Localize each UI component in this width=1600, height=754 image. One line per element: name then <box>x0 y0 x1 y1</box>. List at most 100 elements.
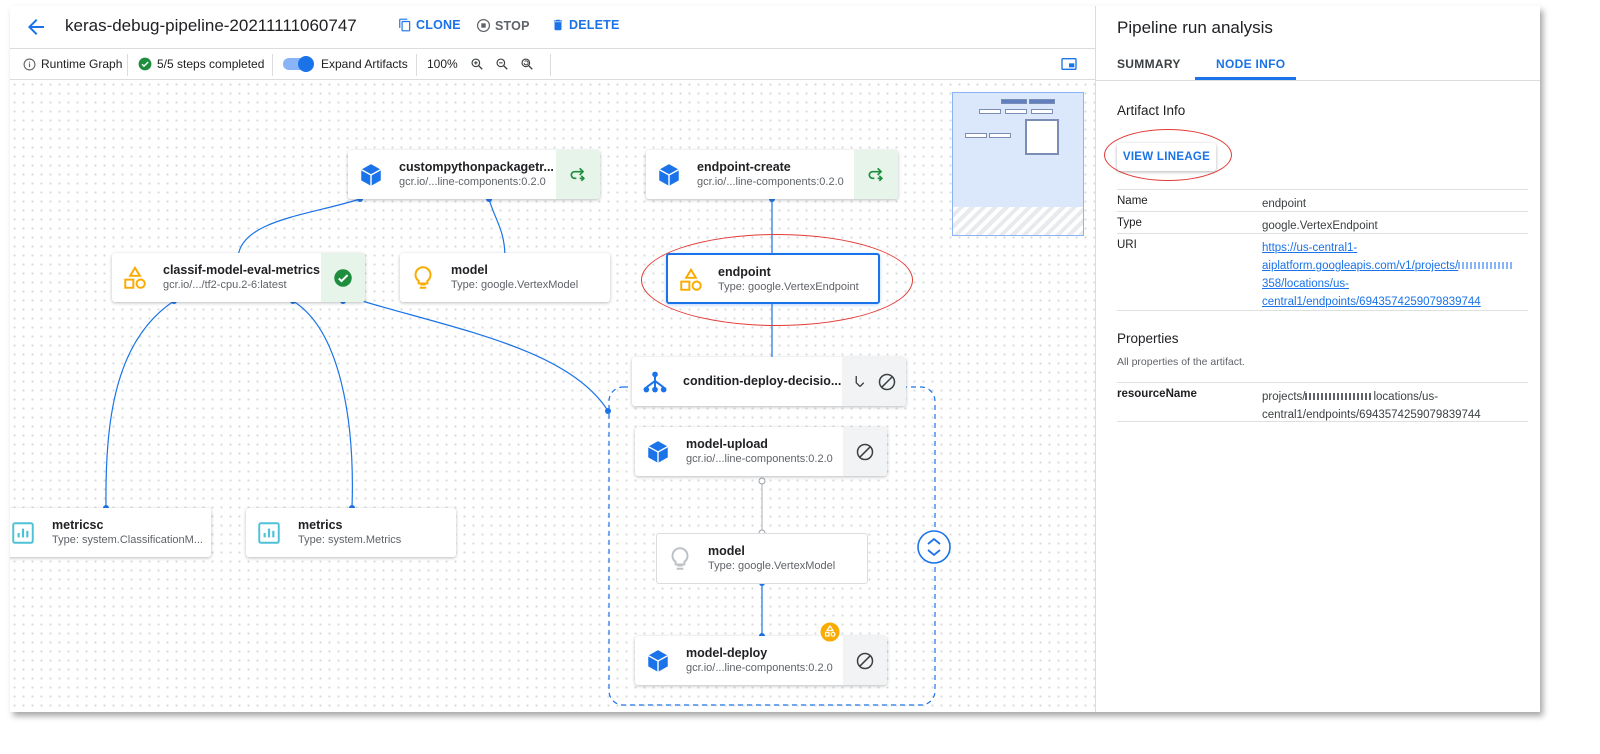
bar-chart-icon <box>12 522 34 544</box>
toggle-switch-on[interactable] <box>282 55 316 73</box>
port-dot <box>758 477 766 485</box>
title-bar: keras-debug-pipeline-20211111060747 CLON… <box>10 6 1095 49</box>
property-text: locations/us- <box>1373 391 1439 403</box>
edge <box>361 300 609 412</box>
port-dot <box>605 408 611 414</box>
property-line: projects/locations/us- <box>1262 388 1527 406</box>
trash-icon <box>553 19 563 31</box>
collapse-group-button[interactable] <box>916 529 952 565</box>
node-status-skipped <box>843 636 887 685</box>
node-status-skipped <box>842 357 906 406</box>
runtime-graph-text: Runtime Graph <box>41 57 123 71</box>
clone-button[interactable]: CLONE <box>398 18 461 32</box>
graph-toolbar: Runtime Graph 5/5 steps completed Expand… <box>10 49 1095 80</box>
node-subtitle: gcr.io/.../tf2-cpu.2-6:latest <box>163 279 287 291</box>
property-text: projects/ <box>1262 391 1306 403</box>
node-custompythonpackagetrainingjob[interactable]: custompythonpackagetr... gcr.io/...line-… <box>348 150 600 199</box>
node-model-artifact[interactable]: model Type: google.VertexModel <box>400 253 610 302</box>
divider <box>416 54 417 76</box>
stop-button[interactable]: STOP <box>476 18 530 33</box>
field-value: endpoint <box>1262 198 1307 210</box>
node-condition-deploy-decision[interactable]: condition-deploy-decisio... <box>632 357 906 406</box>
uri-line: aiplatform.googleapis.com/v1/projects/ <box>1262 257 1527 275</box>
minimap-node <box>1031 109 1053 114</box>
node-metrics-artifact[interactable]: metrics Type: system.Metrics <box>246 508 456 557</box>
node-status-cached <box>556 150 600 199</box>
node-model-deploy[interactable]: model-deploy gcr.io/...line-components:0… <box>635 636 887 685</box>
edge <box>488 198 506 259</box>
view-lineage-button[interactable]: VIEW LINEAGE <box>1117 143 1216 171</box>
node-metricsc-artifact[interactable]: metricsc Type: system.ClassificationM... <box>10 508 211 557</box>
shapes-artifact-icon <box>124 265 146 289</box>
graph-minimap[interactable] <box>952 92 1084 236</box>
node-subtitle: gcr.io/...line-components:0.2.0 <box>686 662 833 674</box>
field-value: google.VertexEndpoint <box>1262 220 1378 232</box>
stop-label: STOP <box>495 18 530 33</box>
minimap-toggle-icon[interactable] <box>1061 57 1077 71</box>
node-name: endpoint-create <box>697 160 791 174</box>
collapse-merge-icon[interactable] <box>851 373 869 391</box>
skipped-icon <box>856 443 874 460</box>
steps-status: 5/5 steps completed <box>138 57 264 71</box>
redacted-project-id <box>1305 393 1374 401</box>
expand-artifacts-toggle[interactable]: Expand Artifacts <box>282 55 408 73</box>
panel-title: Pipeline run analysis <box>1117 18 1273 37</box>
check-circle-icon <box>334 268 352 287</box>
tab-summary[interactable]: SUMMARY <box>1117 57 1181 71</box>
property-value: projects/locations/us- central1/endpoint… <box>1262 388 1527 424</box>
clone-label: CLONE <box>416 18 461 32</box>
skipped-icon <box>878 373 896 390</box>
field-type-row: Type google.VertexEndpoint <box>1117 211 1528 232</box>
zoom-reset-icon[interactable] <box>520 57 534 71</box>
delete-button[interactable]: DELETE <box>551 18 620 32</box>
redacted-project-id <box>1458 262 1515 270</box>
divider <box>550 54 551 76</box>
annotation-red-oval <box>1104 129 1232 181</box>
field-uri-row: URI https://us-central1- aiplatform.goog… <box>1117 233 1528 311</box>
node-subtitle: gcr.io/...line-components:0.2.0 <box>697 176 844 188</box>
back-arrow-icon[interactable] <box>24 15 48 39</box>
divider <box>127 54 128 76</box>
node-name: metricsc <box>52 518 104 532</box>
zoom-in-icon[interactable] <box>470 57 484 71</box>
cube-icon <box>647 650 669 672</box>
property-label: resourceName <box>1117 388 1197 400</box>
node-name: metrics <box>298 518 343 532</box>
check-circle-icon <box>138 57 152 71</box>
minimap-node <box>979 109 1001 114</box>
property-line: central1/endpoints/6943574259079839744 <box>1262 409 1481 421</box>
uri-link[interactable]: https://us-central1- aiplatform.googleap… <box>1262 239 1527 311</box>
node-subtitle: gcr.io/...line-components:0.2.0 <box>686 453 833 465</box>
node-endpoint-create[interactable]: endpoint-create gcr.io/...line-component… <box>646 150 898 199</box>
zoom-out-icon[interactable] <box>495 57 509 71</box>
node-status-skipped <box>843 427 887 476</box>
node-status-cached <box>854 150 898 199</box>
pipeline-run-analysis-panel: Pipeline run analysis SUMMARY NODE INFO … <box>1096 6 1540 712</box>
uri-line-text: aiplatform.googleapis.com/v1/projects/ <box>1262 260 1459 272</box>
node-name: model <box>708 544 745 558</box>
bar-chart-icon <box>258 522 280 544</box>
delete-label: DELETE <box>569 18 620 32</box>
steps-completed-text: 5/5 steps completed <box>157 57 265 71</box>
node-subtitle: Type: system.Metrics <box>298 534 402 546</box>
stop-circle-icon <box>476 18 491 33</box>
node-model-artifact-pending[interactable]: model Type: google.VertexModel <box>656 533 868 584</box>
minimap-node <box>965 133 987 138</box>
info-icon[interactable] <box>23 58 36 71</box>
edge <box>237 198 361 259</box>
node-classif-model-eval-metrics[interactable]: classif-model-eval-metrics gcr.io/.../tf… <box>112 253 365 302</box>
tab-node-info[interactable]: NODE INFO <box>1216 57 1286 71</box>
node-name: model-deploy <box>686 646 768 660</box>
node-model-upload[interactable]: model-upload gcr.io/...line-components:0… <box>635 427 887 476</box>
properties-heading: Properties <box>1117 331 1179 346</box>
node-subtitle: gcr.io/...line-components:0.2.0 <box>399 176 546 188</box>
uri-line: central1/endpoints/6943574259079839744 <box>1262 296 1481 308</box>
graph-canvas[interactable]: custompythonpackagetr... gcr.io/...line-… <box>10 80 1095 712</box>
cube-icon <box>647 441 669 463</box>
node-name: model <box>451 263 488 277</box>
field-label: Name <box>1117 195 1148 207</box>
field-label: URI <box>1117 239 1137 251</box>
node-subtitle: Type: google.VertexModel <box>451 279 579 291</box>
minimap-group <box>1025 119 1059 155</box>
cube-icon <box>658 164 680 186</box>
